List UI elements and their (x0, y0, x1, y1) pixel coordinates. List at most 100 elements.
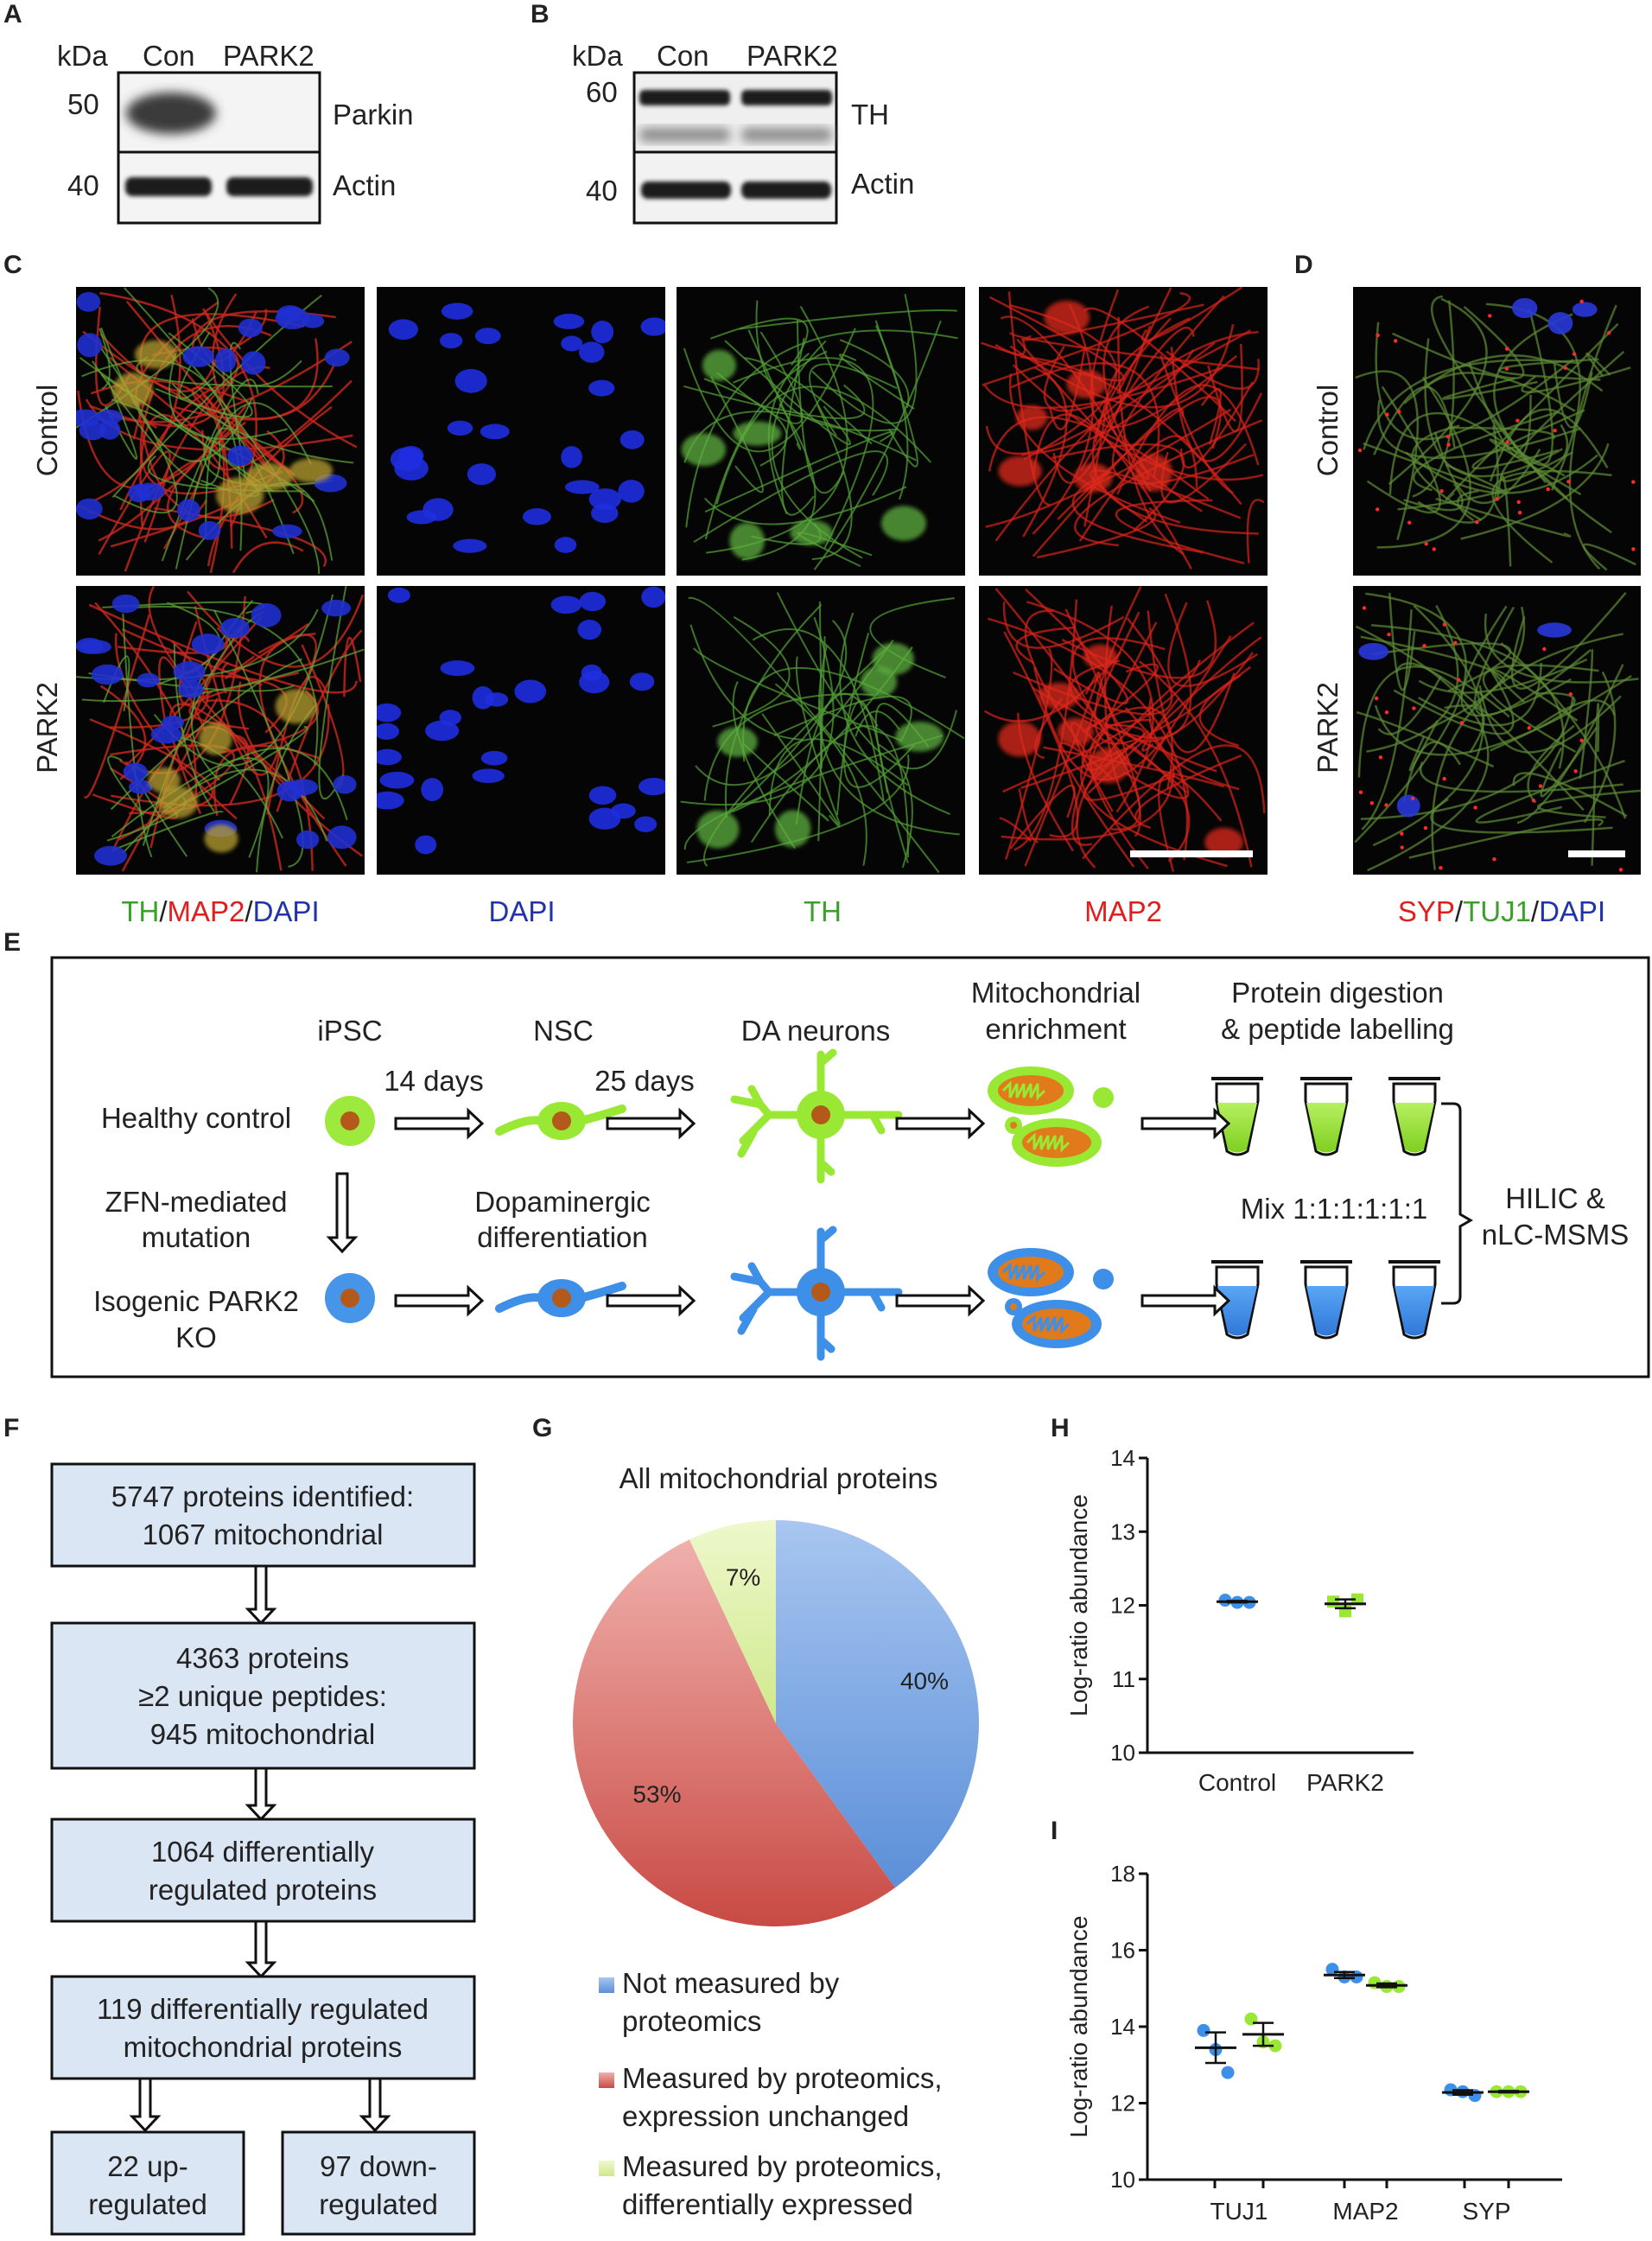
neurite (1418, 658, 1588, 694)
flow-arrow (129, 2077, 162, 2133)
neurite (202, 308, 358, 449)
neurite (811, 404, 853, 560)
kda-label: kDa (572, 40, 623, 72)
neurite (741, 742, 829, 822)
micrograph-content (983, 586, 1266, 872)
arrow-shape (895, 1284, 986, 1317)
flow-box (50, 1975, 476, 2080)
neurite (761, 713, 841, 828)
neurite (83, 614, 151, 799)
nucleus (591, 321, 614, 344)
neurite (817, 645, 960, 836)
neurite (836, 700, 888, 816)
neurite (1591, 703, 1600, 866)
neurite (1582, 543, 1636, 571)
nucleus (321, 600, 352, 617)
neurite (1366, 605, 1459, 753)
neurite (1493, 313, 1612, 534)
neurite (1393, 641, 1515, 735)
col-label-syp-tuj1-dapi: SYP/TUJ1/DAPI (1398, 895, 1605, 927)
flow-box-text: 5747 proteins identified: (111, 1480, 414, 1512)
nucleus (333, 774, 357, 794)
neurite (318, 586, 347, 800)
neurite (1002, 659, 1201, 793)
soma (275, 689, 317, 724)
nucleus (554, 537, 577, 553)
data-point (1221, 2066, 1235, 2079)
data-point (1327, 1595, 1339, 1608)
neurite (1069, 659, 1217, 773)
neurite (1015, 626, 1076, 665)
nucleus (564, 480, 600, 494)
synapse-dot (1504, 347, 1509, 351)
neurite (982, 291, 1191, 386)
nucleus (241, 351, 266, 375)
neurite (1496, 474, 1512, 567)
hilic-1: HILIC & (1505, 1182, 1605, 1214)
synapse-dot (1531, 799, 1536, 803)
hilic-2: nLC-MSMS (1482, 1219, 1630, 1251)
flow-box-text: 22 up- (107, 2150, 188, 2182)
row-label-park2: PARK2 (1312, 682, 1344, 774)
panel-letter-h: H (1051, 1414, 1070, 1442)
soma (157, 786, 198, 818)
soma (148, 767, 181, 793)
flow-box (50, 1621, 476, 1770)
nucleus (550, 595, 582, 614)
nucleus (394, 456, 429, 481)
neurite (1116, 384, 1260, 495)
neurite (999, 817, 1032, 843)
cristae (1026, 1132, 1071, 1153)
legend-label: Measured by proteomics, (622, 2150, 943, 2182)
panel-letter-a: A (3, 0, 22, 29)
flow-box (50, 1462, 476, 1568)
neurite (1433, 431, 1541, 504)
synapse-dot (1631, 547, 1636, 551)
synapse-dot (1442, 776, 1446, 781)
stage-mito-2: enrichment (985, 1013, 1126, 1045)
arrow-shape (1141, 1284, 1231, 1317)
neurite (1024, 671, 1100, 867)
label-part: MAP2 (1084, 895, 1162, 927)
dopa-1: Dopaminergic (474, 1186, 651, 1218)
flow-box (50, 2130, 245, 2236)
synapse-dot (1369, 801, 1375, 805)
nucleus (634, 816, 658, 832)
nucleus (76, 498, 103, 520)
soma (1134, 454, 1172, 492)
nucleus (440, 660, 475, 677)
neurite (153, 594, 334, 767)
synapse-dot (1394, 339, 1398, 343)
nucleus (191, 633, 225, 655)
neurite (685, 329, 958, 528)
neurite (767, 353, 810, 515)
soma (1083, 644, 1118, 669)
soma (216, 477, 264, 514)
nucleus (128, 780, 153, 794)
arrow-shape (394, 1107, 485, 1140)
flow-box-text: 119 differentially regulated (97, 1993, 429, 2025)
neurite (874, 320, 918, 468)
nucleus (629, 672, 655, 691)
scale-bar (1130, 850, 1253, 857)
neurite (1585, 352, 1611, 377)
synapse-dot (1446, 435, 1451, 439)
neurite (1097, 652, 1254, 742)
th-band-faint-park2 (741, 128, 832, 142)
neurite (688, 596, 940, 874)
micrograph-th (677, 287, 965, 576)
micrograph-syp (1353, 586, 1641, 875)
label-part: / (1531, 895, 1540, 927)
label-part: TH (121, 895, 159, 927)
neurite (683, 328, 856, 453)
flow-box-text: 945 mitochondrial (150, 1718, 376, 1750)
soma (1057, 717, 1094, 747)
panel-letter-g: G (532, 1414, 552, 1442)
neurite (1354, 592, 1467, 844)
pie-slice-label: 40% (900, 1668, 949, 1695)
soma (112, 372, 153, 408)
neurite (1392, 306, 1525, 379)
nucleus (553, 313, 585, 329)
nucleus (238, 318, 263, 338)
label-part: DAPI (253, 895, 320, 927)
